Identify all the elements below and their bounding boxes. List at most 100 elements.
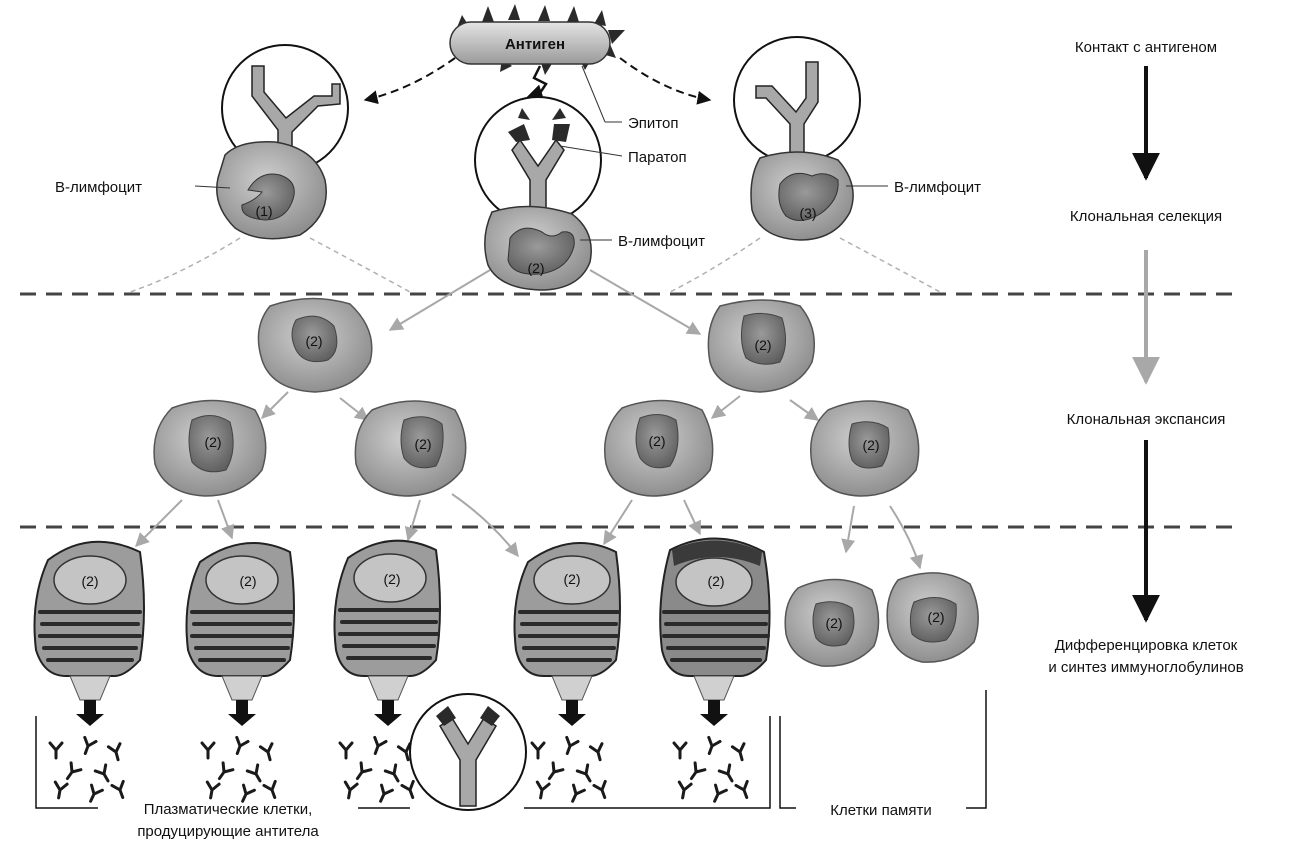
arrow-g2b-p4 bbox=[451, 493, 519, 558]
b-lymphocyte-left-label: В-лимфоцит bbox=[55, 179, 142, 196]
arrow-g2c-p4 bbox=[603, 499, 633, 546]
plasma-number-4: (2) bbox=[563, 571, 580, 587]
receptor-zoom-3 bbox=[733, 36, 861, 164]
antibody-cluster-1 bbox=[48, 735, 125, 803]
antibody-icon bbox=[396, 742, 412, 762]
leader-paratope bbox=[559, 145, 623, 157]
antibody-icon bbox=[343, 780, 359, 800]
plasma-cell-4: (2) bbox=[513, 542, 621, 726]
antibody-icon bbox=[672, 741, 688, 760]
plasma-cell-1: (2) bbox=[33, 540, 145, 726]
stage-differentiation-label-2: и синтез иммуноглобулинов bbox=[1048, 659, 1243, 676]
receptor-zoom-2 bbox=[474, 96, 602, 224]
plasma-number-5: (2) bbox=[707, 573, 724, 589]
stage-differentiation-label-1: Дифференцировка клеток bbox=[1055, 637, 1238, 654]
antibody-icon bbox=[110, 779, 125, 800]
clone-number-g1-right: (2) bbox=[754, 337, 771, 353]
memory-cell-1: (2) bbox=[784, 578, 880, 667]
antibody-icon bbox=[65, 761, 83, 781]
antibody-icon bbox=[383, 763, 400, 783]
memory-number-2: (2) bbox=[927, 609, 944, 625]
arrow-g2b-p3 bbox=[404, 499, 421, 542]
antibody-cluster-4 bbox=[530, 735, 607, 803]
antibody-icon bbox=[689, 761, 707, 781]
clone-cell-g1-left: (2) bbox=[257, 297, 373, 393]
cell-3-number: (3) bbox=[799, 205, 816, 221]
fade-line-3b bbox=[839, 237, 941, 293]
clone-cell-g1-right: (2) bbox=[707, 299, 815, 393]
clone-cell-g2-a: (2) bbox=[153, 399, 267, 497]
clone-number-g1-left: (2) bbox=[305, 333, 322, 349]
plasma-cell-5: (2) bbox=[659, 537, 771, 726]
clone-number-g2-d: (2) bbox=[862, 437, 879, 453]
antibody-icon bbox=[707, 735, 722, 756]
antibody-icon bbox=[48, 741, 64, 760]
antibody-icon bbox=[235, 735, 250, 756]
antibody-icon bbox=[258, 742, 274, 762]
antibody-icon bbox=[547, 761, 565, 781]
antibody-icon bbox=[355, 761, 373, 781]
stage-expansion-label: Клональная экспансия bbox=[1067, 411, 1226, 428]
clone-number-g2-c: (2) bbox=[648, 433, 665, 449]
clone-number-g2-b: (2) bbox=[414, 436, 431, 452]
paratope-label: Паратоп bbox=[628, 149, 687, 166]
cell-2-number: (2) bbox=[527, 260, 544, 276]
plasma-number-1: (2) bbox=[81, 573, 98, 589]
antibody-zoom bbox=[409, 693, 527, 811]
b-lymphocyte-2: (2) bbox=[484, 205, 592, 291]
memory-cell-2: (2) bbox=[886, 572, 979, 663]
clone-cell-g2-c: (2) bbox=[604, 399, 714, 497]
antibody-cluster-5 bbox=[672, 735, 749, 803]
antigen-label: Антиген bbox=[505, 36, 565, 53]
antibody-icon bbox=[262, 779, 277, 800]
plasma-cell-2: (2) bbox=[185, 542, 295, 726]
antibody-icon bbox=[217, 761, 235, 781]
antibody-icon bbox=[588, 742, 604, 762]
stage-selection-label: Клональная селекция bbox=[1070, 208, 1222, 225]
plasma-number-3: (2) bbox=[383, 571, 400, 587]
stage-contact-label: Контакт с антигеном bbox=[1075, 39, 1217, 56]
antibody-icon bbox=[106, 742, 122, 762]
fade-line-3a bbox=[669, 237, 761, 293]
clone-cell-g2-b: (2) bbox=[354, 400, 467, 497]
antibody-icon bbox=[83, 735, 98, 756]
antibody-icon bbox=[245, 763, 262, 783]
plasma-cells-label-1: Плазматические клетки, bbox=[144, 801, 313, 818]
antibody-cluster-3 bbox=[338, 735, 415, 803]
arrow-g2c-p5 bbox=[683, 499, 701, 536]
plasma-bracket bbox=[35, 716, 771, 809]
antigen: Антиген bbox=[449, 4, 625, 75]
memory-bracket bbox=[779, 690, 987, 809]
memory-cells-label: Клетки памяти bbox=[830, 802, 931, 819]
antibody-icon bbox=[205, 780, 221, 800]
arrow-split-left bbox=[388, 269, 491, 331]
antibody-icon bbox=[200, 741, 216, 760]
fade-line-1b bbox=[309, 237, 411, 293]
arrow-g2d-m2 bbox=[889, 505, 924, 570]
antibody-icon bbox=[373, 735, 388, 756]
antibody-icon bbox=[575, 763, 592, 783]
arrow-g1r-g2c bbox=[710, 395, 741, 419]
plasma-number-2: (2) bbox=[239, 573, 256, 589]
arrow-g1l-g2b bbox=[339, 397, 370, 421]
antibody-icon bbox=[713, 783, 728, 803]
arrow-g2d-m1 bbox=[841, 505, 856, 554]
antibody-icon bbox=[400, 779, 415, 800]
antibody-icon bbox=[677, 780, 693, 800]
plasma-cell-3: (2) bbox=[333, 539, 441, 726]
antibody-icon bbox=[379, 783, 394, 803]
arrow-g2a-p1 bbox=[135, 499, 183, 547]
antibody-icon bbox=[535, 780, 551, 800]
antibody-icon bbox=[338, 741, 354, 760]
arrow-antigen-to-cell-3 bbox=[619, 57, 712, 105]
arrow-antigen-to-cell-1 bbox=[363, 57, 456, 105]
epitope-label: Эпитоп bbox=[628, 115, 678, 132]
antibody-icon bbox=[565, 735, 580, 756]
fade-line-1a bbox=[129, 237, 241, 293]
leader-b-lymphocyte-1 bbox=[194, 185, 231, 189]
antibody-icon bbox=[592, 779, 607, 800]
b-lymphocyte-3: (3) bbox=[750, 151, 854, 241]
antibody-cluster-2 bbox=[200, 735, 277, 803]
memory-number-1: (2) bbox=[825, 615, 842, 631]
